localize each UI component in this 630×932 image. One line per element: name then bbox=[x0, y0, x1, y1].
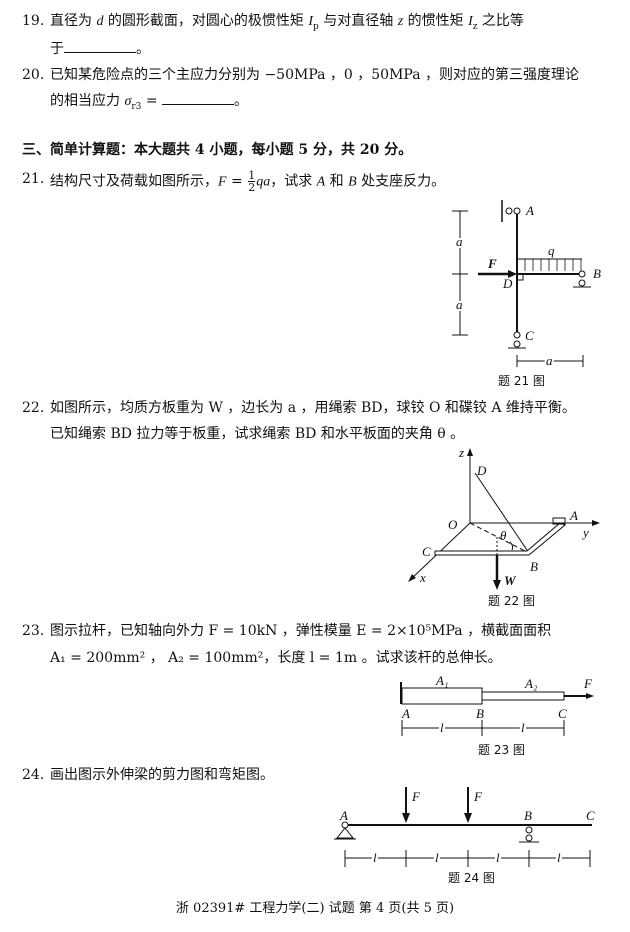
label-l2: l bbox=[521, 720, 525, 735]
label-a: A bbox=[569, 508, 578, 523]
subscript: r3 bbox=[131, 101, 142, 112]
label-f: F bbox=[583, 676, 593, 691]
math-d: d bbox=[96, 14, 104, 29]
text: 。 bbox=[234, 93, 249, 109]
question-22-line2: 已知绳索 BD 拉力等于板重，试求绳索 BD 和水平板面的夹角 θ 。 bbox=[50, 426, 465, 442]
question-text: 如图所示，均质方板重为 W ，边长为 a ，用绳索 BD，球铰 O 和碟铰 A … bbox=[50, 400, 576, 416]
text: 之比等 bbox=[477, 13, 524, 29]
math-qa: qa bbox=[256, 174, 271, 190]
label-l4: l bbox=[557, 850, 561, 865]
label-f1: F bbox=[411, 789, 421, 804]
label-w: W bbox=[504, 573, 517, 588]
figure-caption: 题 23 图 bbox=[478, 743, 525, 757]
text: 于 bbox=[50, 41, 64, 57]
math-z: z bbox=[397, 14, 404, 29]
subscript: p bbox=[313, 21, 319, 32]
math-a: A bbox=[316, 174, 326, 190]
question-text: 图示拉杆，已知轴向外力 F = 10kN ，弹性模量 E = 2×10⁵MPa … bbox=[50, 623, 552, 639]
figure-caption: 题 22 图 bbox=[488, 594, 535, 608]
text: 和 bbox=[325, 173, 349, 190]
label-y: y bbox=[581, 525, 589, 540]
label-a-dim-horizontal: a bbox=[546, 353, 553, 368]
text: 直径为 bbox=[50, 13, 97, 29]
label-d: D bbox=[502, 276, 513, 291]
text: = bbox=[226, 173, 248, 190]
label-c: C bbox=[525, 328, 534, 343]
question-19-line2: 于。 bbox=[50, 40, 150, 58]
label-x: x bbox=[419, 570, 426, 585]
label-b: B bbox=[524, 808, 532, 823]
label-z: z bbox=[458, 445, 464, 460]
question-number: 23. bbox=[22, 623, 45, 639]
label-d: D bbox=[476, 463, 487, 478]
answer-blank[interactable] bbox=[64, 40, 136, 53]
text: 的相当应力 bbox=[50, 93, 125, 109]
math-f: F bbox=[218, 174, 227, 190]
text: 的惯性矩 bbox=[403, 13, 469, 29]
text: 结构尺寸及荷载如图所示， bbox=[50, 173, 218, 190]
text: 。 bbox=[136, 41, 150, 57]
label-l3: l bbox=[496, 850, 500, 865]
subscript: z bbox=[472, 21, 478, 32]
question-text: 直径为 d 的圆形截面，对圆心的极惯性矩 Ip 与对直径轴 z 的惯性矩 Iz … bbox=[50, 12, 524, 36]
section-heading: 三、简单计算题：本大题共 4 小题，每小题 5 分，共 20 分。 bbox=[22, 142, 413, 158]
label-c: C bbox=[586, 808, 595, 823]
label-f2: F bbox=[473, 789, 483, 804]
question-number: 19. bbox=[22, 13, 45, 29]
question-23-line2: A₁ = 200mm² ， A₂ = 100mm²，长度 l = 1m 。试求该… bbox=[50, 650, 502, 666]
label-c: C bbox=[422, 544, 431, 559]
label-l1: l bbox=[373, 850, 377, 865]
question-text: 已知某危险点的三个主应力分别为 −50MPa ，0 ，50MPa ，则对应的第三… bbox=[50, 67, 580, 83]
figure-caption: 题 24 图 bbox=[448, 871, 495, 885]
numerator: 1 bbox=[248, 169, 256, 182]
label-theta: θ bbox=[500, 528, 507, 543]
question-text: 画出图示外伸梁的剪力图和弯矩图。 bbox=[50, 767, 274, 783]
question-number: 22. bbox=[22, 400, 45, 416]
answer-blank[interactable] bbox=[162, 92, 235, 105]
question-20-line2: 的相当应力 σr3 = 。 bbox=[50, 92, 248, 116]
denominator: 2 bbox=[248, 181, 256, 194]
label-a-dim-bottom: a bbox=[456, 297, 463, 312]
math-b: B bbox=[348, 174, 357, 190]
label-a: A bbox=[525, 203, 534, 218]
figure-22: z D O A y θ C B x W 题 22 图 bbox=[408, 445, 600, 608]
question-number: 21. bbox=[22, 171, 45, 187]
figure-21: A B C D F q a a a 题 21 图 bbox=[452, 200, 601, 388]
text: ，试求 bbox=[270, 173, 317, 190]
figure-caption: 题 21 图 bbox=[498, 374, 545, 388]
text: = bbox=[141, 93, 163, 109]
label-b: B bbox=[593, 266, 601, 281]
text: 的圆形截面，对圆心的极惯性矩 bbox=[103, 13, 309, 29]
label-l2: l bbox=[435, 850, 439, 865]
page-footer: 浙 02391# 工程力学(二) 试题 第 4 页(共 5 页) bbox=[175, 901, 455, 916]
label-l1: l bbox=[440, 720, 444, 735]
label-b: B bbox=[530, 559, 538, 574]
text: 与对直径轴 bbox=[318, 13, 398, 29]
text: 处支座反力。 bbox=[356, 173, 446, 190]
label-a: A bbox=[339, 808, 348, 823]
label-a: A bbox=[401, 706, 410, 721]
label-a-dim-top: a bbox=[456, 234, 463, 249]
label-q: q bbox=[548, 243, 555, 258]
label-c: C bbox=[558, 706, 567, 721]
question-number: 20. bbox=[22, 67, 45, 83]
math-ip: I bbox=[308, 14, 314, 29]
figure-24: F F A B C l l l l 题 24 图 bbox=[334, 787, 595, 885]
math-iz: I bbox=[468, 14, 473, 29]
label-a2: A₂ bbox=[524, 676, 538, 691]
figure-23: A₁ A₂ F A B C l l 题 23 图 bbox=[400, 673, 594, 757]
label-f: F bbox=[487, 256, 497, 271]
label-a1: A₁ bbox=[435, 673, 448, 688]
math-sigma: σ bbox=[124, 94, 132, 109]
label-b: B bbox=[476, 706, 484, 721]
label-o: O bbox=[448, 517, 458, 532]
question-number: 24. bbox=[22, 767, 45, 783]
